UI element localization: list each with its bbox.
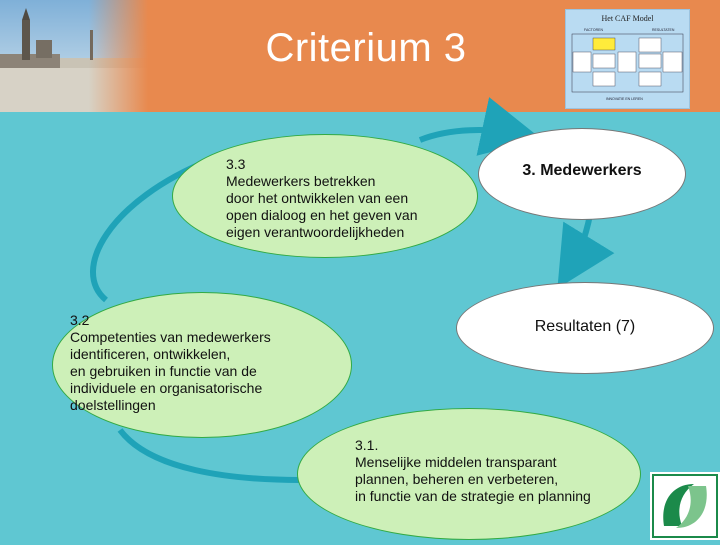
city-skyline-image xyxy=(0,0,148,112)
medewerkers-label: 3. Medewerkers xyxy=(522,162,642,179)
resultaten-label: Resultaten (7) xyxy=(534,318,636,335)
caf-footer: INNOVATIE EN LEREN xyxy=(606,97,643,101)
caf-col-right: RESULTATEN xyxy=(652,28,675,32)
ellipse-criterium-3-2 xyxy=(52,292,352,438)
criterium-3-1-text: 3.1. Menselijke middelen transparant pla… xyxy=(355,437,591,504)
ellipse-medewerkers xyxy=(478,128,686,220)
criterium-3-2-text: 3.2 Competenties van medewerkers identif… xyxy=(70,312,271,413)
ellipse-resultaten xyxy=(456,282,714,374)
caf-model-title: Het CAF Model xyxy=(601,14,654,23)
caf-col-left: FACTOREN xyxy=(584,28,603,32)
criterium-3-3-text: 3.3 Medewerkers betrekken door het ontwi… xyxy=(226,156,418,240)
caf-model-thumbnail: Het CAF Model FACTOREN RESULTATEN INNOVA… xyxy=(565,9,690,109)
organization-logo xyxy=(650,472,720,540)
arrow-to-medewerkers xyxy=(418,97,542,156)
arrow-to-resultaten xyxy=(557,214,615,289)
header-bar: Criterium 3 Het CAF Model FACTOREN RESUL… xyxy=(0,0,720,112)
slide-title: Criterium 3 xyxy=(265,26,467,70)
ellipse-criterium-3-3 xyxy=(172,134,478,258)
ellipse-criterium-3-1 xyxy=(297,408,641,540)
